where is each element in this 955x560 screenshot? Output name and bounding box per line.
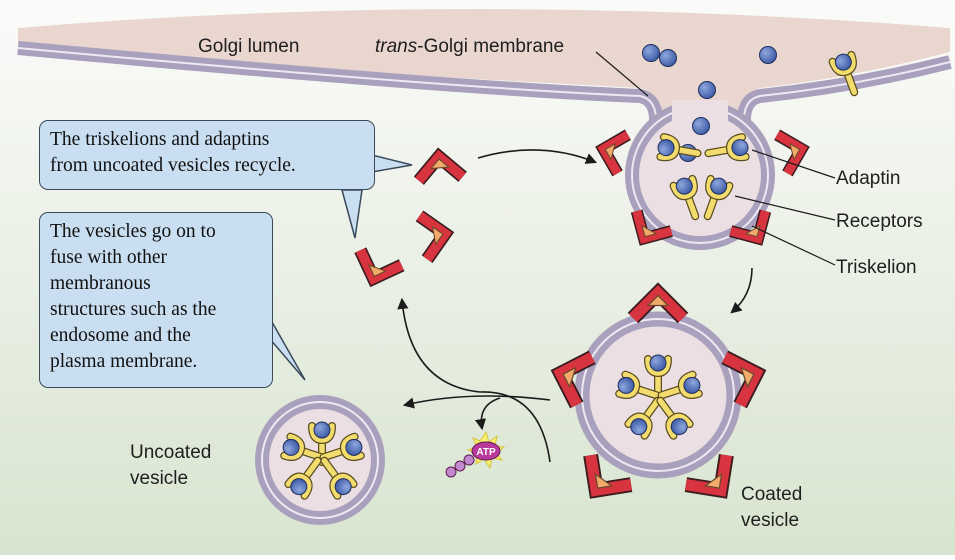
- cargo-protein-icon: [642, 44, 660, 62]
- coat-arrow: [730, 267, 753, 314]
- recycle-callout: The triskelions and adaptins from uncoat…: [39, 120, 375, 190]
- trans-golgi-membrane-label: trans-Golgi membrane: [375, 36, 564, 58]
- trans-prefix: trans: [375, 36, 418, 57]
- triskelion-label: Triskelion: [836, 257, 917, 278]
- atp-icon: ATP: [445, 430, 506, 478]
- uncoated-vesicle-label: Uncoated vesicle: [130, 442, 212, 489]
- atp-arrow: [474, 397, 501, 431]
- receptors-label: Receptors: [836, 211, 923, 232]
- atp-label: ATP: [476, 447, 496, 458]
- adaptin-label: Adaptin: [836, 168, 901, 189]
- coated-vesicle-label: Coated vesicle: [741, 484, 803, 531]
- return-arrow: [397, 297, 551, 463]
- recycle-arrow: [477, 149, 598, 164]
- golgi-lumen-label: Golgi lumen: [198, 36, 300, 57]
- fuse-callout: The vesicles go on to fuse with other me…: [39, 212, 273, 388]
- trans-suffix: -Golgi membrane: [417, 36, 565, 57]
- uncoat-arrow: [402, 395, 551, 409]
